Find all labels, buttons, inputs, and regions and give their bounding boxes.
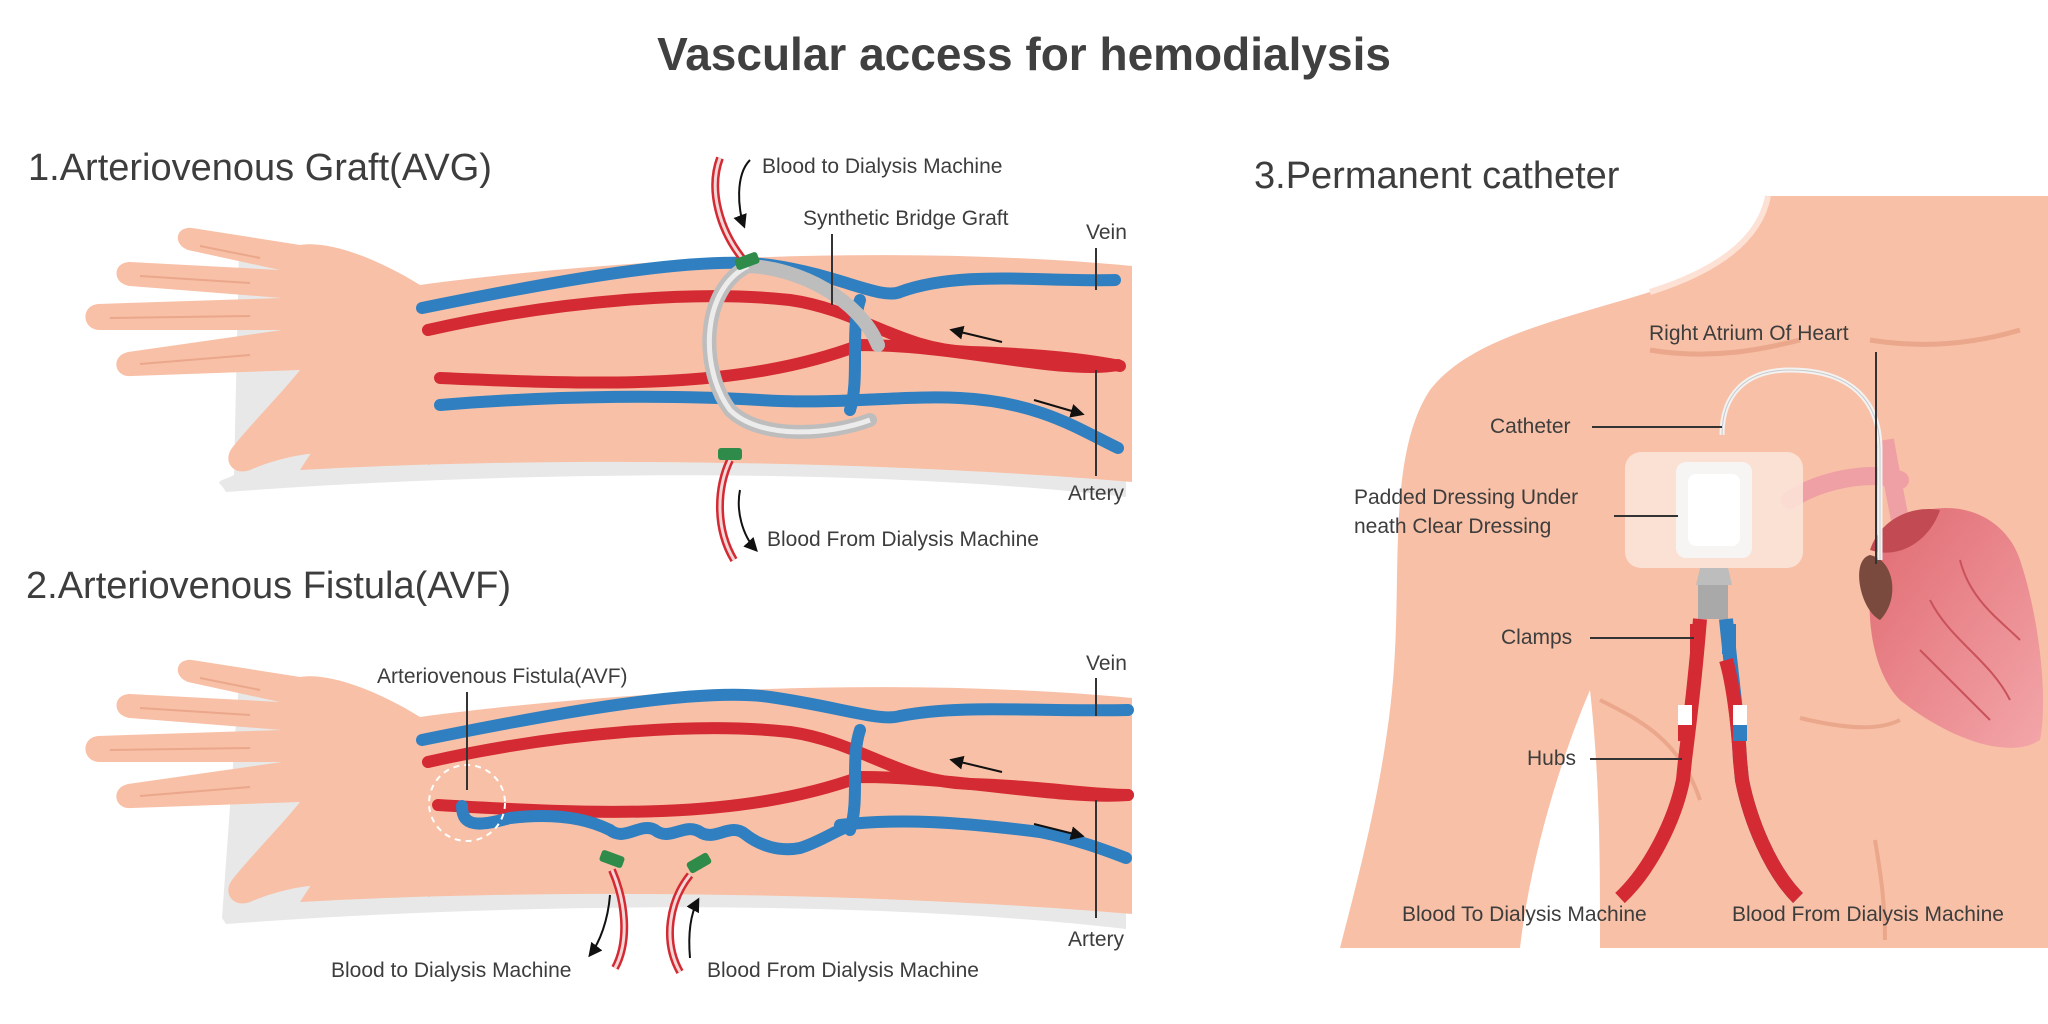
main-title: Vascular access for hemodialysis [657, 28, 1391, 80]
avf-fistula-vein [456, 800, 856, 856]
avg-clamp-bottom [718, 448, 742, 460]
avf-clamp-right [686, 852, 712, 874]
label-clamps: Clamps [1501, 626, 1572, 649]
avf-vein-upper [416, 688, 1134, 746]
avf-artery-lower [432, 770, 1134, 818]
avf-arm-illustration [85, 659, 1134, 974]
avg-label-blood-to: Blood to Dialysis Machine [762, 155, 1002, 178]
clamp-red [1690, 624, 1704, 654]
avg-hand [85, 227, 430, 472]
avg-heading: 1.Arteriovenous Graft(AVG) [28, 147, 492, 189]
avf-hand [85, 659, 430, 904]
avg-vein-lower [434, 390, 1124, 454]
avg-flow-arrow-top [949, 325, 1003, 343]
label-dressing-line1: Padded Dressing Under [1354, 486, 1578, 509]
label-right-atrium: Right Atrium Of Heart [1649, 322, 1849, 345]
hub-red [1678, 705, 1692, 725]
avf-vein-connector [844, 724, 866, 836]
avg-artery-lower [434, 338, 1124, 389]
avf-vein-lower [834, 815, 1132, 864]
avf-label-vein: Vein [1086, 652, 1127, 675]
catheter-heading: 3.Permanent catheter [1254, 155, 1620, 197]
avg-vein-upper [416, 256, 1121, 314]
avg-artery-upper [422, 290, 1126, 372]
label-catheter: Catheter [1490, 415, 1571, 438]
avf-label-fistula: Arteriovenous Fistula(AVF) [377, 665, 628, 688]
right-atrium [1859, 555, 1893, 620]
avg-label-blood-from: Blood From Dialysis Machine [767, 528, 1039, 551]
label-hubs: Hubs [1527, 747, 1576, 770]
avg-arm-illustration [85, 156, 1132, 563]
label-blood-to: Blood To Dialysis Machine [1402, 903, 1647, 926]
heart [1869, 507, 2044, 748]
avg-label-vein: Vein [1086, 221, 1127, 244]
avf-label-blood-from: Blood From Dialysis Machine [707, 959, 979, 982]
avf-clamp-left [599, 850, 625, 868]
torso-body [1340, 196, 2048, 948]
label-dressing-line2: neath Clear Dressing [1354, 515, 1551, 538]
avf-heading: 2.Arteriovenous Fistula(AVF) [26, 565, 511, 607]
label-blood-from: Blood From Dialysis Machine [1732, 903, 2004, 926]
avg-clamp-top [734, 252, 760, 270]
avf-flow-arrow-bottom [1033, 823, 1085, 841]
avf-label-artery: Artery [1068, 928, 1125, 951]
torso-illustration [1340, 195, 2048, 948]
avf-label-blood-to: Blood to Dialysis Machine [331, 959, 571, 982]
avg-label-artery: Artery [1068, 482, 1125, 505]
avf-flow-arrow-top [949, 755, 1003, 773]
avg-label-bridge-graft: Synthetic Bridge Graft [803, 207, 1009, 230]
clamp-blue [1722, 624, 1736, 654]
avg-flow-arrow-bottom [1033, 399, 1085, 418]
hub-blue [1733, 705, 1747, 725]
